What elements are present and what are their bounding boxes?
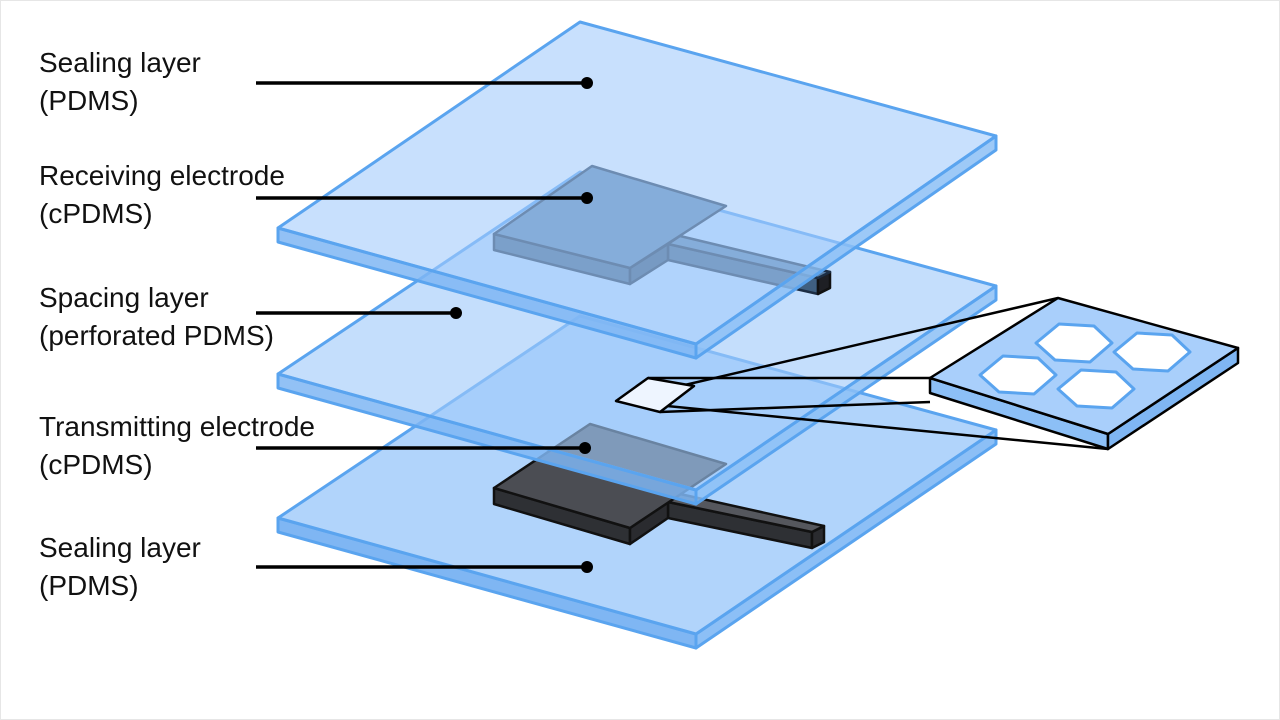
label-material: (PDMS) [39,85,139,116]
label-receiving-electrode: Receiving electrode (cPDMS) [39,157,285,233]
leader-lines [256,77,593,573]
label-spacing-layer: Spacing layer (perforated PDMS) [39,279,274,355]
label-material: (cPDMS) [39,449,153,480]
label-name: Sealing layer [39,532,201,563]
label-name: Sealing layer [39,47,201,78]
top-sealing-layer [276,20,998,360]
label-name: Transmitting electrode [39,411,315,442]
label-material: (cPDMS) [39,198,153,229]
label-transmitting-electrode: Transmitting electrode (cPDMS) [39,408,315,484]
label-top-sealing-layer: Sealing layer (PDMS) [39,44,201,120]
magnified-inset [614,296,1240,451]
label-material: (PDMS) [39,570,139,601]
label-bottom-sealing-layer: Sealing layer (PDMS) [39,529,201,605]
label-material: (perforated PDMS) [39,320,274,351]
label-name: Spacing layer [39,282,209,313]
hexagonal-pores [978,322,1192,410]
label-name: Receiving electrode [39,160,285,191]
